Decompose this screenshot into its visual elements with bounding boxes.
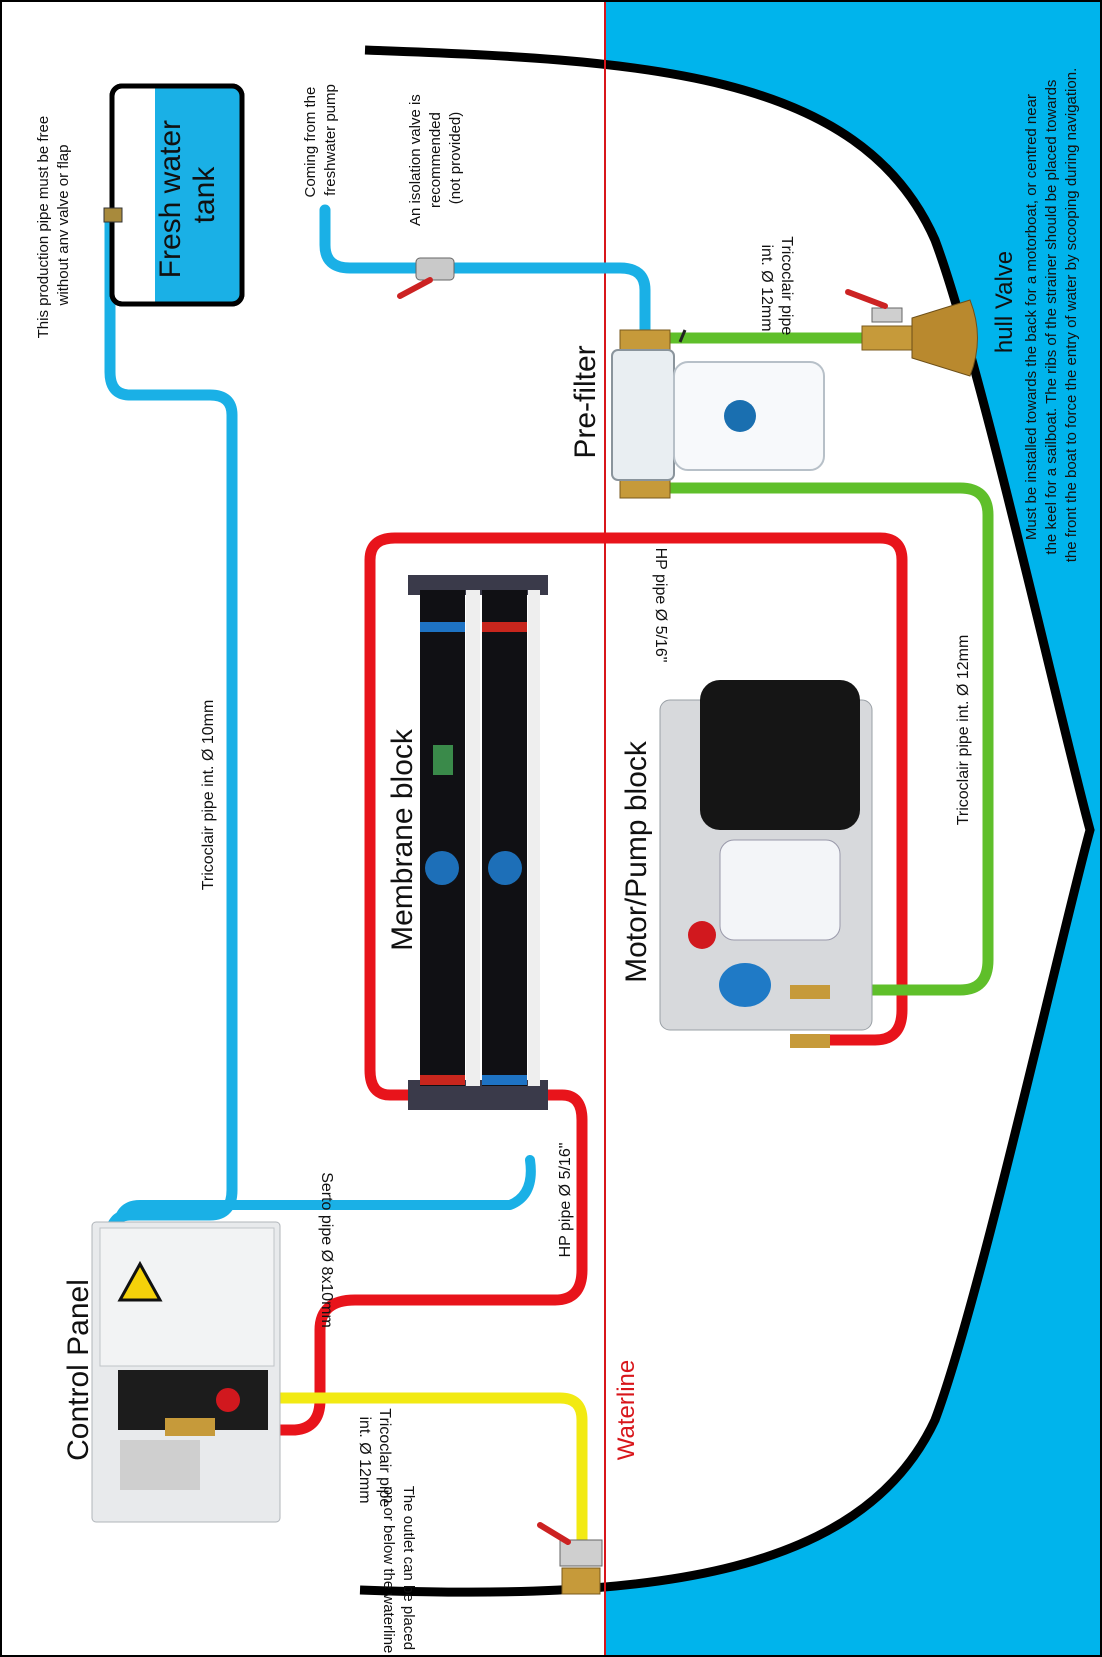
motor-pump-block-label: Motor/Pump block (620, 740, 653, 983)
hp-pipe-top-label: HP pipe Ø 5/16" (652, 548, 669, 663)
outlet-note: The outlet can be placed on or below the… (380, 1486, 417, 1654)
hull-valve (845, 289, 978, 377)
hull-valve-label: hull Valve (991, 251, 1018, 353)
control-panel-label: Control Panel (62, 1279, 95, 1461)
production-pipe-note: This production pipe must be free withou… (35, 112, 72, 339)
tricoclair-12mm-top-label: Tricoclair pipe int. Ø 12mm (758, 236, 795, 339)
control-panel (91, 1221, 281, 1523)
motor-pump-block (659, 680, 873, 1048)
brine-outlet-valve (537, 1522, 603, 1595)
fresh-water-tank-label: Fresh water tank (154, 112, 221, 279)
pre-filter (611, 329, 825, 499)
membrane-block-label: Membrane block (386, 728, 419, 951)
tricoclair-10mm-label: Tricoclair pipe int. Ø 10mm (200, 700, 217, 891)
hull-valve-note: Must be installed towards the back for a… (1023, 68, 1080, 562)
hp-pipe-bottom (199, 1089, 588, 1436)
tricoclair-12mm-right-label: Tricoclair pipe int. Ø 12mm (955, 635, 972, 826)
hp-pipe-top (364, 532, 908, 1101)
seawater-pipe-pump (654, 482, 994, 996)
serto-pipe (113, 1155, 536, 1400)
hull-line (359, 45, 1095, 1597)
hp-pipe-bottom-label: HP pipe Ø 5/16" (557, 1143, 574, 1258)
freshwater-inlet-pipe (319, 204, 651, 336)
brine-outlet-pipe (269, 1392, 588, 1566)
coming-from-pump-label: Coming from the freshwater pump (302, 82, 339, 197)
serto-pipe-label: Serto pipe Ø 8x10mm (318, 1172, 335, 1328)
fresh-water-tank (103, 83, 245, 307)
tricoclair-12mm-bottom-label: Tricoclair pipe int. Ø 12mm (356, 1408, 393, 1511)
isolation-valve-label: An isolation valve is recommended (not p… (407, 90, 464, 226)
membrane-block (408, 575, 548, 1110)
pre-filter-label: Pre-filter (569, 345, 602, 458)
waterline-label: Waterline (613, 1360, 640, 1460)
isolation-valve (397, 257, 455, 299)
